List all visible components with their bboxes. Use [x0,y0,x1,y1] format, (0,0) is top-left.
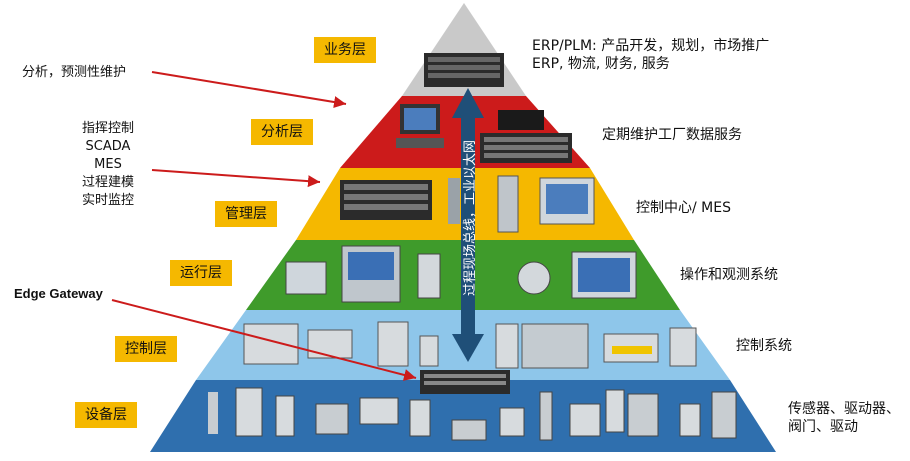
layer-desc-business-line2: ERP, 物流, 财务, 服务 [532,56,670,72]
layer-desc-analysis: 定期维护工厂数据服务 [602,127,742,143]
server-rack-top [424,53,504,87]
layer-label-operation: 运行层 [170,260,232,286]
cabinet-icon [448,175,519,233]
annotation-edge-gateway: Edge Gateway [14,286,103,301]
server-rack-analysis [480,110,572,163]
annotation-scada-line1: 指挥控制 [81,121,134,136]
layer-label-management: 管理层 [215,201,277,227]
layer-label-control: 控制层 [115,336,177,362]
bus-arrow [452,88,484,362]
server-rack-management [340,180,432,220]
annotation-scada-line2: SCADA [85,139,131,154]
annotation-scada-list: 指挥控制 SCADA MES 过程建模 实时监控 [72,120,144,210]
arrow-scada [151,169,321,188]
field-devices [208,387,737,441]
bus-label: 过程现场总线，工业以太网 [462,139,478,296]
arrow-edge-gateway [111,299,417,381]
layer-desc-device-line1: 传感器、驱动器、 [788,401,900,417]
annotation-scada-line3: MES [94,157,122,172]
arrow-predictive [151,71,347,108]
layer-label-business: 业务层 [314,37,376,63]
monitor-icon [396,104,444,148]
layer-desc-device: 传感器、驱动器、 阀门、驱动 [788,400,900,436]
layer-desc-management: 控制中心/ MES [636,200,731,216]
annotation-predictive: 分析，预测性维护 [22,65,127,80]
layer-label-device: 设备层 [75,402,137,428]
annotation-scada-line4: 过程建模 [81,175,134,190]
layer-desc-business-line1: ERP/PLM: 产品开发，规划，市场推广 [532,38,770,54]
layer-label-analysis: 分析层 [251,119,313,145]
layer-desc-operation: 操作和观测系统 [680,267,778,283]
plc-modules [243,321,697,369]
edge-gateway-device [420,370,510,394]
control-center-screen [539,177,595,225]
annotation-scada-line5: 实时监控 [81,193,134,208]
layer-desc-device-line2: 阀门、驱动 [788,419,858,435]
layer-desc-control: 控制系统 [736,338,792,354]
layer-desc-business: ERP/PLM: 产品开发，规划，市场推广 ERP, 物流, 财务, 服务 [532,37,769,73]
operator-panels [285,245,637,303]
